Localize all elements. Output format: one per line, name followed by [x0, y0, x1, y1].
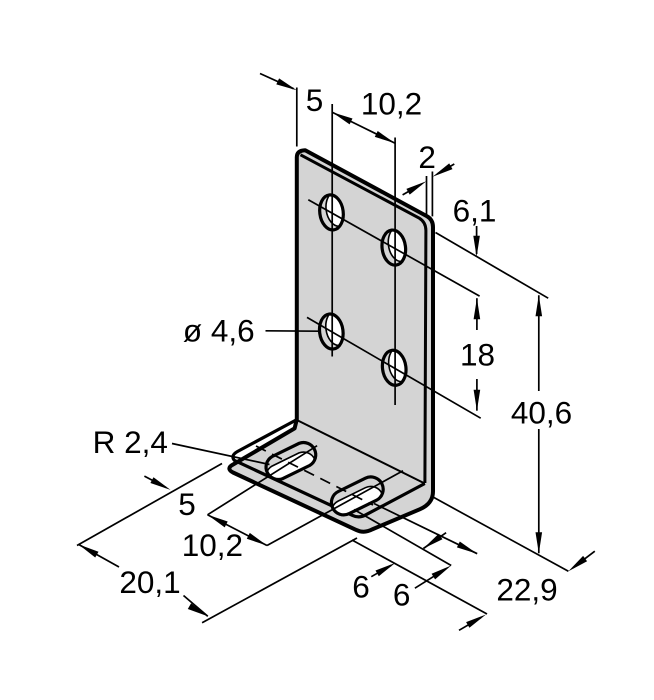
plate-face-edge: [299, 153, 428, 484]
dim-label-slot-radius: R 2,4: [93, 424, 168, 460]
dimension-arrowhead: [332, 112, 353, 125]
bend-line: [296, 419, 426, 485]
hole-outline: [380, 348, 408, 387]
dimension-arrowhead: [374, 131, 396, 144]
dimension-line-20-1-right: [182, 594, 209, 617]
dimension-arrowhead: [432, 163, 453, 177]
flange-top-edge: [231, 418, 426, 519]
dimension-arrowhead: [276, 78, 297, 91]
dim-label-row-spacing: 18: [460, 337, 495, 373]
dim-label-hole-offset-top: 5: [306, 82, 324, 118]
dimension-arrowhead: [473, 235, 480, 257]
dimension-arrowhead: [466, 614, 486, 628]
dimension-arrowhead: [535, 532, 543, 554]
centerline-hole-row-top: [307, 199, 481, 297]
dimension-arrowhead: [246, 532, 267, 546]
centerline-hole-row-bottom: [306, 316, 482, 419]
dimension-arrowhead: [78, 544, 99, 558]
extension-top-corner: [435, 231, 549, 299]
hole-outline: [317, 312, 345, 351]
dim-label-thickness: 2: [418, 139, 436, 175]
dimension-arrowhead: [568, 555, 588, 572]
dim-label-slot-inset-first: 6: [352, 569, 370, 605]
dim-label-hole-spacing-top: 10,2: [361, 86, 422, 122]
centerline-slots-dashed: [255, 445, 374, 506]
dimension-arrowhead: [406, 181, 427, 195]
hole-outline: [380, 228, 408, 267]
dimension-line-22-9: [433, 496, 569, 573]
dim-label-slot-spacing: 10,2: [182, 527, 243, 563]
centerline-slot-left: [207, 444, 318, 516]
extension-flange-front-edge: [351, 539, 488, 615]
dimension-arrowhead: [207, 514, 228, 528]
dim-label-hole-diameter: ø 4,6: [183, 313, 255, 349]
dimension-arrowhead: [423, 533, 443, 549]
dimension-arrowhead: [473, 389, 481, 411]
dimension-arrowhead: [150, 477, 171, 490]
dim-label-top-row-offset: 6,1: [453, 193, 497, 229]
dimension-arrowhead: [187, 603, 208, 617]
dim-label-slot-offset: 5: [178, 486, 196, 522]
dimension-arrowhead: [431, 565, 452, 580]
dimension-arrowhead: [375, 562, 396, 577]
extension-flange-front-corner: [201, 537, 358, 624]
dim-label-slot-inset-second: 6: [393, 577, 411, 613]
slot-outline: [264, 441, 318, 481]
slot-outline: [329, 475, 385, 517]
dim-label-overall-width: 22,9: [496, 572, 557, 608]
dim-label-flange-depth: 20,1: [119, 564, 180, 600]
dimension-arrowhead: [535, 295, 543, 317]
dim-label-overall-height: 40,6: [511, 395, 572, 431]
dimension-arrowhead: [473, 298, 481, 320]
extension-flange-left: [76, 462, 223, 547]
centerline-slot-right: [266, 470, 404, 547]
leader-slot-radius: [171, 442, 270, 466]
extension-slot2-front: [353, 508, 452, 567]
dimension-arrowhead: [456, 541, 478, 554]
hole-outline: [318, 193, 345, 232]
